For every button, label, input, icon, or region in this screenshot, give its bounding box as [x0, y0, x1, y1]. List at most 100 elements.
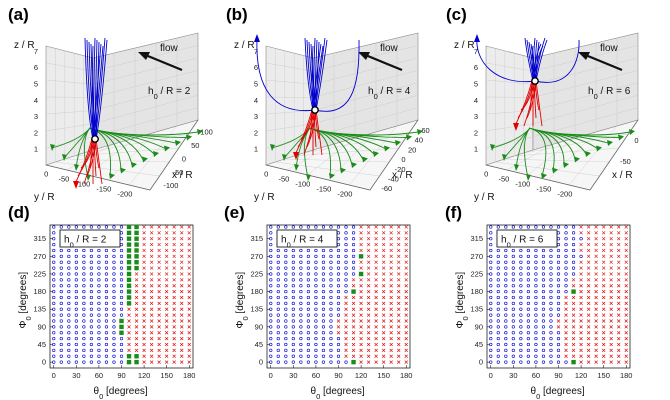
y-axis-label: y / R [254, 192, 275, 203]
downstream-marker [396, 354, 401, 358]
upstream-marker [556, 284, 561, 288]
downstream-marker [172, 278, 176, 282]
upstream-marker [519, 348, 523, 352]
panel-label-e: (e) [224, 203, 245, 222]
upstream-marker [489, 260, 493, 264]
upstream-marker [489, 331, 493, 335]
downstream-marker [616, 307, 621, 311]
downstream-marker [579, 289, 583, 294]
upstream-marker [564, 272, 568, 276]
upstream-marker [52, 342, 56, 347]
upstream-marker [511, 254, 515, 258]
upstream-marker [104, 354, 109, 358]
upstream-marker [284, 325, 288, 329]
passing-arrowhead [526, 174, 531, 181]
upstream-trajectory [534, 39, 538, 82]
x-axis-label: x / R [172, 170, 193, 181]
upstream-marker [321, 354, 326, 358]
upstream-arrowhead [474, 34, 480, 42]
downstream-marker [609, 278, 613, 282]
upstream-marker [534, 319, 538, 323]
downstream-marker [601, 289, 606, 294]
upstream-marker [276, 278, 280, 282]
downstream-marker [172, 295, 176, 300]
downstream-marker [344, 336, 348, 341]
downstream-marker [374, 254, 378, 259]
downstream-marker [404, 348, 408, 353]
upstream-marker [344, 242, 348, 247]
downstream-marker [366, 354, 371, 358]
x-tick-label: 60 [312, 371, 320, 380]
upstream-marker [112, 337, 116, 341]
upstream-marker [511, 360, 515, 364]
downstream-marker [157, 301, 161, 306]
passing-arrowhead [142, 156, 148, 163]
upstream-marker [104, 290, 109, 294]
downstream-marker [381, 284, 386, 288]
downstream-marker [351, 278, 356, 282]
downstream-marker [564, 301, 568, 306]
upstream-marker [59, 290, 63, 294]
downstream-marker [366, 325, 371, 329]
downstream-marker [609, 248, 613, 253]
grid-line [569, 125, 618, 186]
z-tick-label: 6 [474, 63, 478, 72]
upstream-marker [329, 325, 333, 329]
downstream-marker [164, 225, 169, 229]
upstream-marker [344, 284, 348, 288]
downstream-marker [571, 295, 576, 300]
upstream-marker [284, 360, 288, 364]
upstream-marker [112, 284, 116, 288]
passing-marker [126, 354, 132, 359]
downstream-marker [359, 301, 363, 306]
downstream-marker [586, 260, 591, 264]
upstream-marker [119, 342, 124, 347]
upstream-marker [67, 284, 71, 288]
upstream-marker [291, 260, 295, 264]
upstream-marker [82, 272, 86, 276]
downstream-marker [344, 342, 348, 347]
upstream-marker [74, 284, 78, 288]
upstream-marker [284, 225, 288, 229]
upstream-trajectory [531, 45, 534, 82]
downstream-marker [601, 301, 606, 306]
upstream-marker [351, 231, 356, 235]
downstream-marker [157, 225, 161, 229]
upstream-marker [556, 290, 561, 294]
downstream-marker [374, 231, 378, 235]
z-axis-label: z / R [234, 40, 255, 51]
downstream-marker [586, 284, 591, 288]
upstream-marker [336, 348, 341, 352]
downstream-marker [396, 319, 401, 323]
downstream-marker [187, 272, 191, 276]
downstream-marker [579, 260, 583, 264]
x-axis-label: x / R [612, 170, 633, 181]
upstream-marker [52, 360, 56, 364]
downstream-marker [374, 266, 378, 270]
downstream-marker [336, 325, 341, 329]
panel-labels: (a) (b) (c) (d) (e) (f) [8, 5, 467, 222]
passing-arrowhead [131, 162, 137, 168]
upstream-marker [321, 301, 326, 305]
downstream-marker [142, 231, 146, 235]
downstream-marker [359, 248, 363, 253]
passing-arrowhead [384, 145, 390, 152]
downstream-marker [142, 301, 146, 306]
z-tick-label: 5 [474, 79, 478, 88]
upstream-marker [511, 248, 515, 253]
downstream-marker [374, 301, 378, 306]
upstream-marker [82, 295, 86, 300]
upstream-marker [511, 272, 515, 276]
downstream-marker [366, 242, 371, 247]
downstream-marker [179, 325, 184, 329]
upstream-marker [556, 354, 561, 358]
downstream-marker [366, 348, 371, 353]
upstream-marker [314, 272, 318, 276]
downstream-marker [556, 325, 561, 329]
downstream-marker [579, 354, 583, 358]
grid-line [284, 158, 390, 163]
upstream-marker [52, 266, 56, 270]
upstream-marker [541, 354, 546, 358]
upstream-marker [519, 307, 523, 311]
z-tick-label: 2 [34, 128, 38, 137]
